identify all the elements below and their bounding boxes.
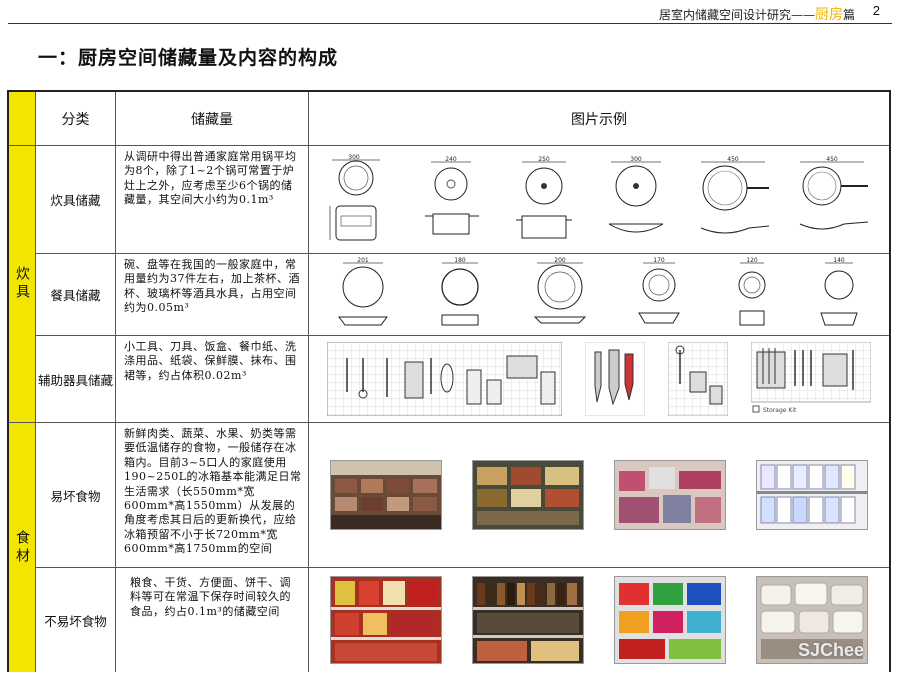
snack-shelf-photo bbox=[330, 576, 442, 664]
dim-label: 250 bbox=[538, 156, 550, 163]
doc-title-highlight: 厨房 bbox=[814, 7, 843, 23]
row-tableware-description: 碗、盘等在我国的一般家庭中，常用量约为37件左右，加上茶杯、酒杯、玻璃杯等酒具水… bbox=[116, 254, 309, 336]
prepared-food-photo bbox=[472, 460, 584, 530]
corner-cell bbox=[9, 92, 36, 146]
rice-cooker-drawing: 300 bbox=[330, 154, 381, 240]
row-cookware-images: 300 240 250 300 bbox=[309, 146, 889, 254]
pot-drawing: 240 bbox=[425, 156, 480, 234]
wok-drawing: 300 bbox=[608, 156, 664, 232]
dim-label: 300 bbox=[630, 156, 642, 163]
row-perishable-category: 易坏食物 bbox=[36, 423, 116, 568]
doc-title-prefix: 居室内储藏空间设计研究—— bbox=[658, 8, 815, 22]
group-cookware-label: 炊具 bbox=[14, 266, 30, 302]
row-nonperishable-images bbox=[309, 568, 889, 672]
dim-label: 200 bbox=[554, 257, 566, 264]
group-food-label: 食材 bbox=[14, 529, 30, 566]
dairy-shelf-photo bbox=[756, 460, 868, 530]
utensil-rack-drawing bbox=[326, 342, 562, 416]
rice-bags-photo bbox=[756, 576, 868, 664]
page-title: 一：厨房空间储藏量及内容的构成 bbox=[38, 47, 339, 69]
row-utensils-category: 辅助器具储藏 bbox=[36, 336, 116, 423]
row-utensils-description: 小工具、刀具、饭盒、餐巾纸、洗涤用品、纸袋、保鲜膜、抹布、围裙等，约占体积0.0… bbox=[116, 336, 309, 423]
page-number: 2 bbox=[872, 3, 880, 18]
storage-kit-caption: Storage Kit bbox=[763, 407, 797, 414]
row-nonperishable-description: 粮食、干货、方便面、饼干、调料等可在常温下保存时间较久的食品，约占0.1m³的储… bbox=[116, 568, 309, 672]
cup-drawing: 120 bbox=[738, 257, 766, 325]
condiment-shelf-photo bbox=[472, 576, 584, 664]
stockpot-drawing: 250 bbox=[516, 156, 573, 238]
meat-case-photo bbox=[330, 460, 442, 530]
bowl-drawing: 180 bbox=[441, 257, 479, 325]
glass-drawing: 140 bbox=[820, 257, 859, 325]
storage-table: 分类 储藏量 图片示例 炊具 食材 炊具储藏 从调研中得出普通家庭常用锅平均为8… bbox=[7, 90, 891, 672]
hook-rail-drawing bbox=[668, 342, 729, 416]
dim-label: 140 bbox=[834, 257, 846, 264]
group-cookware: 炊具 bbox=[9, 146, 36, 423]
row-perishable-description: 新鲜肉类、蔬菜、水果、奶类等需要低温储存的食物，一般储存在冰箱内。目前3~5口人… bbox=[116, 423, 309, 568]
header-category: 分类 bbox=[36, 92, 116, 146]
dim-label: 450 bbox=[826, 156, 838, 163]
header-images: 图片示例 bbox=[309, 92, 889, 146]
dim-label: 120 bbox=[746, 257, 758, 264]
dim-label: 170 bbox=[653, 257, 665, 264]
dim-label: 201 bbox=[357, 257, 369, 264]
document-title: 居室内储藏空间设计研究——厨房篇 bbox=[659, 4, 855, 24]
plastic-containers-photo bbox=[614, 576, 726, 664]
row-perishable-images bbox=[309, 423, 889, 568]
packaged-food-photo bbox=[614, 460, 726, 530]
dim-label: 240 bbox=[446, 156, 458, 163]
row-utensils-images: Storage Kit bbox=[309, 336, 889, 423]
dim-label: 300 bbox=[349, 154, 361, 161]
storage-kit-drawing: Storage Kit bbox=[751, 342, 872, 414]
row-nonperishable-category: 不易坏食物 bbox=[36, 568, 116, 672]
dim-label: 180 bbox=[454, 257, 466, 264]
dish-drawing: 200 bbox=[533, 257, 587, 323]
plate-drawing: 201 bbox=[337, 257, 388, 325]
small-bowl-drawing: 170 bbox=[638, 257, 680, 323]
row-cookware-category: 炊具储藏 bbox=[36, 146, 116, 254]
doc-title-suffix: 篇 bbox=[842, 8, 855, 22]
row-tableware-category: 餐具储藏 bbox=[36, 254, 116, 336]
watermark: SJChee bbox=[797, 640, 864, 660]
row-tableware-images: 201 180 200 170 120 bbox=[309, 254, 889, 336]
group-food: 食材 bbox=[9, 423, 36, 672]
skillet-drawing: 450 bbox=[799, 156, 868, 229]
header-storage: 储藏量 bbox=[116, 92, 309, 146]
knife-set-drawing bbox=[584, 342, 645, 416]
page-header: 居室内储藏空间设计研究——厨房篇 2 bbox=[0, 0, 900, 24]
header-divider bbox=[8, 23, 892, 24]
dim-label: 450 bbox=[727, 156, 739, 163]
row-cookware-description: 从调研中得出普通家庭常用锅平均为8个，除了1~2个锅可常置于炉灶上之外，应考虑至… bbox=[116, 146, 309, 254]
frying-pan-drawing: 450 bbox=[700, 156, 769, 233]
